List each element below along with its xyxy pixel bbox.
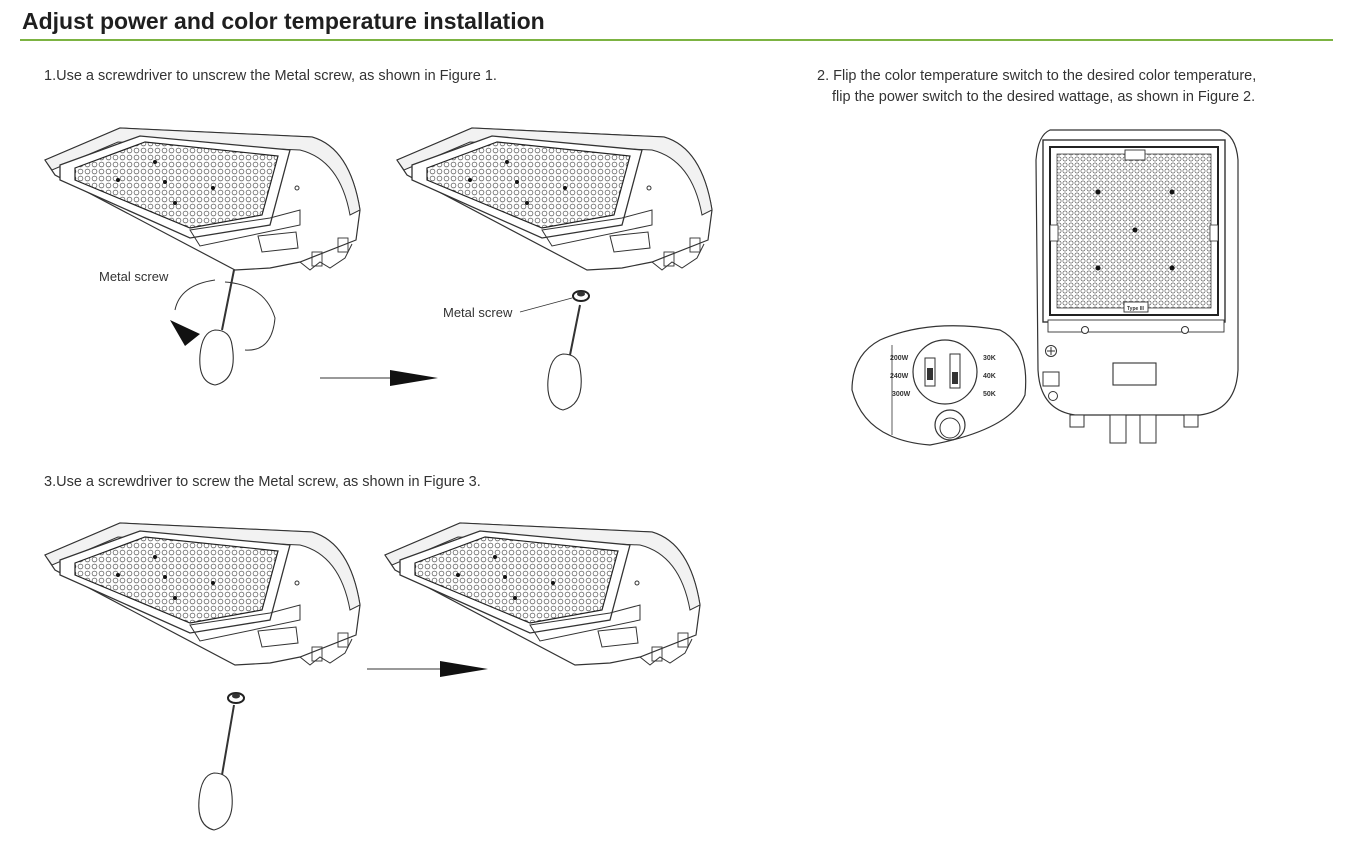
switch-panel-detail (851, 325, 1027, 446)
type-marking: Type III (1127, 306, 1144, 312)
step-1-text: 1.Use a screwdriver to unscrew the Metal… (44, 68, 497, 84)
power-option-300w: 300W (892, 391, 911, 398)
step-2-text-line-1: 2. Flip the color temperature switch to … (817, 68, 1257, 84)
screw-icon-2 (227, 692, 245, 704)
page-title: Adjust power and color temperature insta… (22, 8, 545, 34)
arrow-right-icon (320, 370, 438, 386)
screwdriver-icon-3 (198, 704, 235, 831)
callout-metal-screw-b: Metal screw (443, 305, 513, 320)
cct-option-50k: 50K (983, 391, 996, 398)
screw-icon (572, 290, 590, 302)
step-2-text-line-2: flip the power switch to the desired wat… (832, 89, 1256, 105)
heading-divider (20, 39, 1333, 41)
step-3-text: 3.Use a screwdriver to screw the Metal s… (44, 474, 481, 490)
screwdriver-icon (199, 269, 235, 386)
callout-metal-screw-a: Metal screw (99, 269, 169, 284)
power-option-200w: 200W (890, 355, 909, 362)
figure-1-screw-removed-fixture (396, 127, 713, 271)
power-option-240w: 240W (890, 373, 909, 380)
figure-3-screw-in-fixture (44, 522, 361, 666)
figure-2-fixture-front-view: Type III (1035, 129, 1239, 444)
screwdriver-icon-2 (547, 304, 582, 411)
figure-1-unscrew-fixture (44, 127, 361, 271)
cct-option-30k: 30K (983, 355, 996, 362)
arrow-right-icon-2 (367, 661, 488, 677)
figure-3-completed-fixture (384, 522, 701, 666)
rotation-arrow-icon (170, 279, 276, 351)
cct-option-40k: 40K (983, 373, 996, 380)
